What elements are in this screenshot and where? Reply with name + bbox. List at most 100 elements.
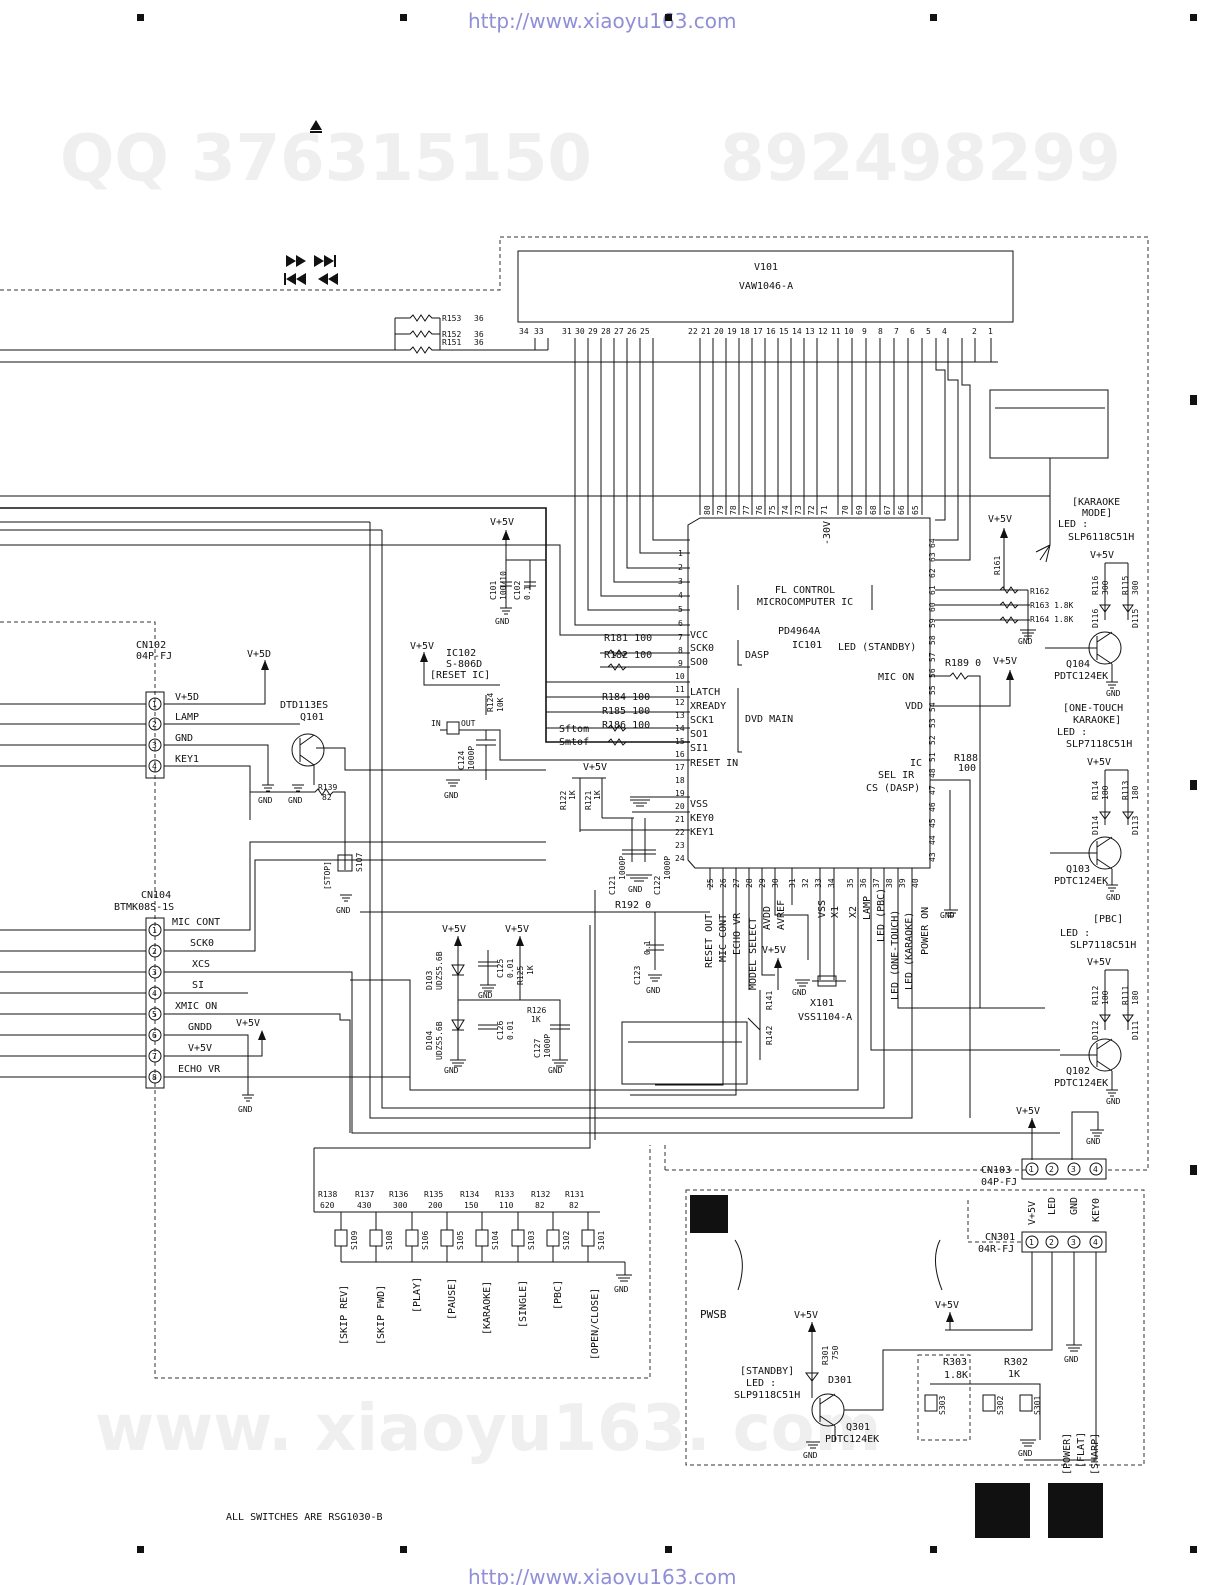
svg-text:21: 21 bbox=[675, 815, 685, 824]
svg-text:SEL IR: SEL IR bbox=[878, 770, 915, 781]
svg-text:72: 72 bbox=[807, 505, 816, 515]
svg-text:R132: R132 bbox=[531, 1190, 550, 1199]
ic101-ref: IC101 bbox=[792, 640, 822, 651]
svg-text:GND: GND bbox=[495, 617, 510, 626]
pwsb-board: PWSB V+5V R301 750 D301 [STANDBY] LED : … bbox=[690, 1195, 1101, 1475]
svg-text:1: 1 bbox=[1029, 1238, 1034, 1247]
display-part: VAW1046-A bbox=[739, 281, 793, 292]
svg-text:6: 6 bbox=[152, 1031, 157, 1040]
svg-text:R138: R138 bbox=[318, 1190, 337, 1199]
svg-text:C122: C122 bbox=[653, 876, 662, 895]
svg-text:GND: GND bbox=[288, 796, 303, 805]
svg-text:V+5V: V+5V bbox=[762, 945, 786, 956]
svg-text:GND: GND bbox=[1069, 1197, 1080, 1215]
svg-text:[SKIP FWD]: [SKIP FWD] bbox=[376, 1285, 387, 1345]
svg-text:CN301: CN301 bbox=[985, 1232, 1015, 1243]
svg-text:X2: X2 bbox=[848, 906, 859, 918]
svg-text:4: 4 bbox=[1093, 1238, 1098, 1247]
svg-text:D111: D111 bbox=[1131, 1021, 1140, 1040]
svg-text:MODE]: MODE] bbox=[1082, 508, 1112, 519]
footnote-switches: ALL SWITCHES ARE RSG1030-B bbox=[226, 1512, 383, 1523]
q101-transistor: DTD113ES Q101 GND R139 82 bbox=[250, 700, 546, 870]
svg-text:BTMK08S-1S: BTMK08S-1S bbox=[114, 902, 174, 913]
svg-text:R112: R112 bbox=[1091, 986, 1100, 1005]
svg-text:S107: S107 bbox=[355, 853, 364, 872]
svg-text:4: 4 bbox=[1093, 1165, 1098, 1174]
svg-text:X101: X101 bbox=[810, 998, 834, 1009]
svg-text:9: 9 bbox=[678, 659, 683, 668]
svg-text:V+5V: V+5V bbox=[1087, 757, 1111, 768]
svg-text:GND: GND bbox=[444, 791, 459, 800]
url-watermark-top: http://www.xiaoyu163.com bbox=[468, 9, 737, 33]
svg-text:38: 38 bbox=[885, 878, 894, 888]
svg-text:200: 200 bbox=[428, 1201, 443, 1210]
svg-text:18: 18 bbox=[740, 327, 750, 336]
display-ref: V101 bbox=[754, 262, 778, 273]
svg-text:1: 1 bbox=[152, 700, 157, 709]
svg-text:32: 32 bbox=[801, 878, 810, 888]
svg-text:48: 48 bbox=[928, 768, 937, 778]
c101-c102-group: V+5V C101 100/10 C102 0.1 GND bbox=[489, 517, 546, 626]
svg-text:24: 24 bbox=[675, 854, 685, 863]
svg-text:GND: GND bbox=[258, 796, 273, 805]
svg-text:SCK0: SCK0 bbox=[690, 643, 714, 654]
svg-text:35: 35 bbox=[846, 878, 855, 888]
svg-text:7: 7 bbox=[678, 633, 683, 642]
svg-text:43: 43 bbox=[928, 852, 937, 862]
svg-text:4: 4 bbox=[678, 591, 683, 600]
svg-text:5: 5 bbox=[678, 605, 683, 614]
svg-text:VCC: VCC bbox=[690, 630, 708, 641]
svg-text:68: 68 bbox=[869, 505, 878, 515]
svg-text:30: 30 bbox=[575, 327, 585, 336]
svg-text:36: 36 bbox=[859, 878, 868, 888]
svg-text:SLP7118C51H: SLP7118C51H bbox=[1070, 940, 1136, 951]
svg-text:R184 100: R184 100 bbox=[602, 692, 650, 703]
svg-text:8: 8 bbox=[152, 1073, 157, 1082]
svg-text:R126: R126 bbox=[527, 1006, 546, 1015]
svg-text:27: 27 bbox=[614, 327, 624, 336]
svg-text:21: 21 bbox=[701, 327, 711, 336]
svg-text:5: 5 bbox=[152, 1010, 157, 1019]
svg-text:R303: R303 bbox=[943, 1357, 967, 1368]
svg-text:GND: GND bbox=[444, 1066, 459, 1075]
svg-text:1.8K: 1.8K bbox=[944, 1370, 968, 1381]
svg-text:GND: GND bbox=[1106, 893, 1121, 902]
svg-text:Q102: Q102 bbox=[1066, 1066, 1090, 1077]
svg-text:39: 39 bbox=[898, 878, 907, 888]
svg-text:V+5D: V+5D bbox=[247, 649, 271, 660]
svg-text:2: 2 bbox=[972, 327, 977, 336]
svg-text:SI: SI bbox=[192, 980, 204, 991]
svg-text:LED :: LED : bbox=[1057, 727, 1087, 738]
svg-text:Q103: Q103 bbox=[1066, 864, 1090, 875]
svg-text:R142: R142 bbox=[765, 1026, 774, 1045]
svg-text:GND: GND bbox=[646, 986, 661, 995]
svg-text:[RESET IC]: [RESET IC] bbox=[430, 670, 490, 681]
svg-text:[PBC]: [PBC] bbox=[553, 1280, 564, 1310]
svg-text:36: 36 bbox=[474, 330, 484, 339]
svg-text:8: 8 bbox=[878, 327, 883, 336]
svg-text:LED (STANDBY): LED (STANDBY) bbox=[838, 642, 916, 653]
svg-text:1K: 1K bbox=[1008, 1369, 1020, 1380]
svg-text:R121: R121 bbox=[584, 791, 593, 810]
svg-text:100/10: 100/10 bbox=[499, 571, 508, 600]
svg-text:36: 36 bbox=[474, 338, 484, 347]
svg-text:1: 1 bbox=[1029, 1165, 1034, 1174]
svg-text:1000P: 1000P bbox=[663, 856, 672, 880]
display-bus bbox=[574, 338, 998, 626]
dvd-main-group-label: DVD MAIN bbox=[745, 714, 793, 725]
svg-text:58: 58 bbox=[928, 635, 937, 645]
svg-text:C124: C124 bbox=[457, 751, 466, 770]
mic-protection: V+5V V+5V D103 UDZS5.6B D104 UDZS5.6B C1… bbox=[425, 924, 570, 1075]
svg-text:Q101: Q101 bbox=[300, 712, 324, 723]
svg-text:ECHO VR: ECHO VR bbox=[732, 912, 743, 955]
svg-text:C101: C101 bbox=[489, 581, 498, 600]
svg-text:[PLAY]: [PLAY] bbox=[412, 1277, 423, 1313]
svg-text:65: 65 bbox=[911, 505, 920, 515]
url-watermark-bottom: http://www.xiaoyu163.com bbox=[468, 1565, 737, 1585]
rewind-icon bbox=[284, 273, 338, 285]
svg-text:PDTC124EK: PDTC124EK bbox=[1054, 1078, 1108, 1089]
svg-text:2: 2 bbox=[1049, 1165, 1054, 1174]
svg-text:R137: R137 bbox=[355, 1190, 374, 1199]
svg-text:1K: 1K bbox=[568, 790, 577, 800]
